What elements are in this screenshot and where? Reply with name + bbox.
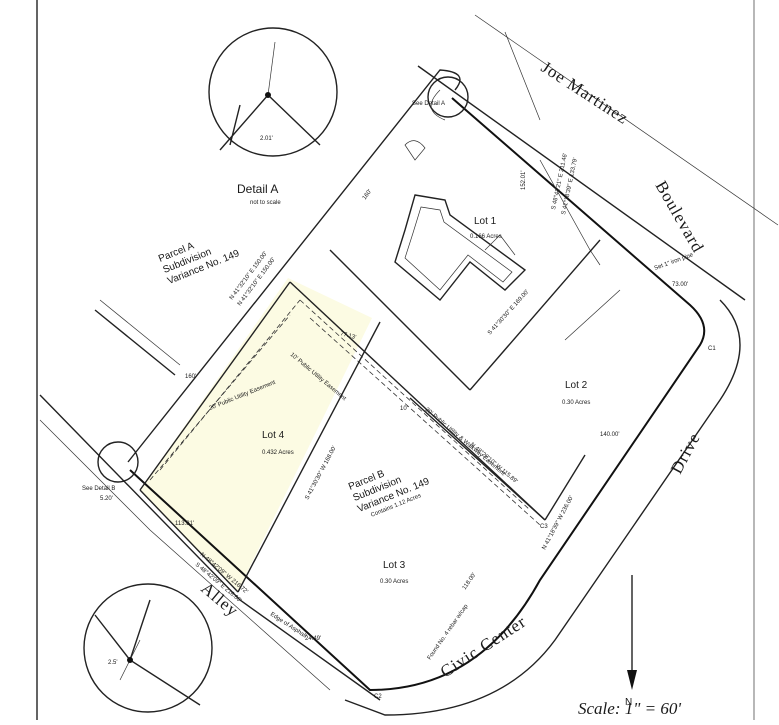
detail-a-pin — [265, 92, 271, 98]
lot1-east-line — [539, 159, 601, 266]
detail-b-marker — [97, 441, 139, 483]
distance-2: 160' — [362, 189, 374, 202]
lot4-west-line — [139, 281, 291, 491]
lot-4-shade — [140, 278, 372, 591]
west-easement-line-2 — [149, 314, 291, 481]
bearing-10: N 41°18'39" W 236.00' — [541, 495, 575, 551]
set-pin-note: Set 1" iron pipe — [654, 252, 695, 272]
detail-b-line — [129, 599, 151, 661]
distance-12: 2.01' — [260, 136, 273, 142]
lot-2-label: Lot 2 — [565, 380, 588, 391]
distance-10: 160' — [185, 374, 196, 380]
alley-line-2 — [39, 419, 331, 691]
detail-b-circle — [83, 583, 213, 713]
lot4-east-line — [237, 321, 381, 593]
parcel-a-label-group: Parcel A Subdivision Variance No. 149 — [157, 241, 241, 288]
detail-b-pin — [127, 657, 133, 663]
street-drive: Drive — [667, 429, 704, 477]
lot1-lot2-divider — [469, 239, 601, 391]
distance-5: 140.00' — [600, 432, 620, 438]
distance-1: 152.01' — [521, 171, 527, 191]
parcel-a-line-2 — [99, 299, 181, 366]
detail-a-marker — [427, 76, 469, 118]
distance-7: 77.13' — [339, 331, 356, 341]
building-footprint — [394, 194, 527, 302]
see-detail-b-label: See Detail B — [82, 486, 115, 492]
distance-3: 113.81' — [175, 521, 194, 527]
street-boulevard: Boulevard — [652, 178, 708, 257]
parcel-b-label-group: Parcel B Subdivision Variance No. 149 Co… — [347, 468, 431, 518]
joe-martinez-far-line — [474, 14, 779, 226]
detail-a-subtitle: not to scale — [250, 200, 281, 206]
civic-center-edge — [344, 299, 741, 716]
building-footprint-inner — [404, 206, 513, 291]
lot-1-label: Lot 1 — [474, 216, 497, 227]
lot-2-area: 0.30 Acres — [562, 400, 590, 406]
north-arrow-head — [627, 670, 637, 690]
joe-martinez-row-line — [417, 65, 746, 301]
north-label: N — [625, 697, 632, 708]
curve-c2-label: C2 — [374, 694, 382, 700]
parcel-b-boundary — [129, 97, 706, 692]
lot-3-area: 0.30 Acres — [380, 579, 408, 585]
west-boundary — [127, 69, 461, 463]
lot3-north-line — [409, 397, 546, 521]
small-structure — [404, 140, 426, 161]
building-wing — [484, 234, 516, 256]
lot2-lot3-divider — [544, 454, 586, 521]
distance-6: 73.00' — [672, 282, 688, 288]
detail-a-leader — [267, 41, 276, 96]
see-detail-a-label: See Detail A — [412, 101, 445, 107]
distance-4: 118.00' — [462, 572, 478, 591]
curve-c3-label: C3 — [540, 524, 548, 530]
street-joe-martinez: Joe Martinez — [538, 57, 632, 128]
utility-easement-line-2 — [309, 317, 541, 526]
lot-4-label: Lot 4 — [262, 430, 285, 441]
detail-a-title: Detail A — [237, 182, 278, 196]
joe-martinez-tick — [504, 31, 541, 121]
distance-11: 10' — [400, 406, 408, 412]
lot-4-area: 0.432 Acres — [262, 450, 294, 456]
scale-label: Scale: 1" = 60' — [578, 699, 681, 718]
lot-3-label: Lot 3 — [383, 560, 406, 571]
bearing-4: N 48°28'10" W 115.89' — [469, 442, 519, 485]
curve-c1-label: C1 — [708, 346, 716, 352]
detail-a-circle — [208, 27, 338, 157]
alley-line-1 — [39, 394, 381, 701]
lot2-inner-line — [564, 289, 621, 341]
parcel-a-line — [94, 309, 176, 376]
distance-8: 24.49' — [305, 636, 321, 642]
lot4-south-line — [139, 489, 239, 593]
lot-1-area: 0.166 Acres — [470, 234, 502, 240]
utility-easement-line-1 — [299, 299, 531, 511]
bearing-3: S 41°30'30" W 168.00' — [304, 445, 337, 501]
lot1-south-line — [329, 249, 471, 391]
distance-9: 5.20' — [100, 496, 113, 502]
bearing-5: S 41°30'30" E 169.00' — [487, 289, 530, 336]
west-easement-line — [159, 299, 301, 471]
detail-a-line — [229, 104, 241, 146]
distance-13: 2.5' — [108, 660, 118, 666]
lot4-north-line — [289, 281, 546, 521]
